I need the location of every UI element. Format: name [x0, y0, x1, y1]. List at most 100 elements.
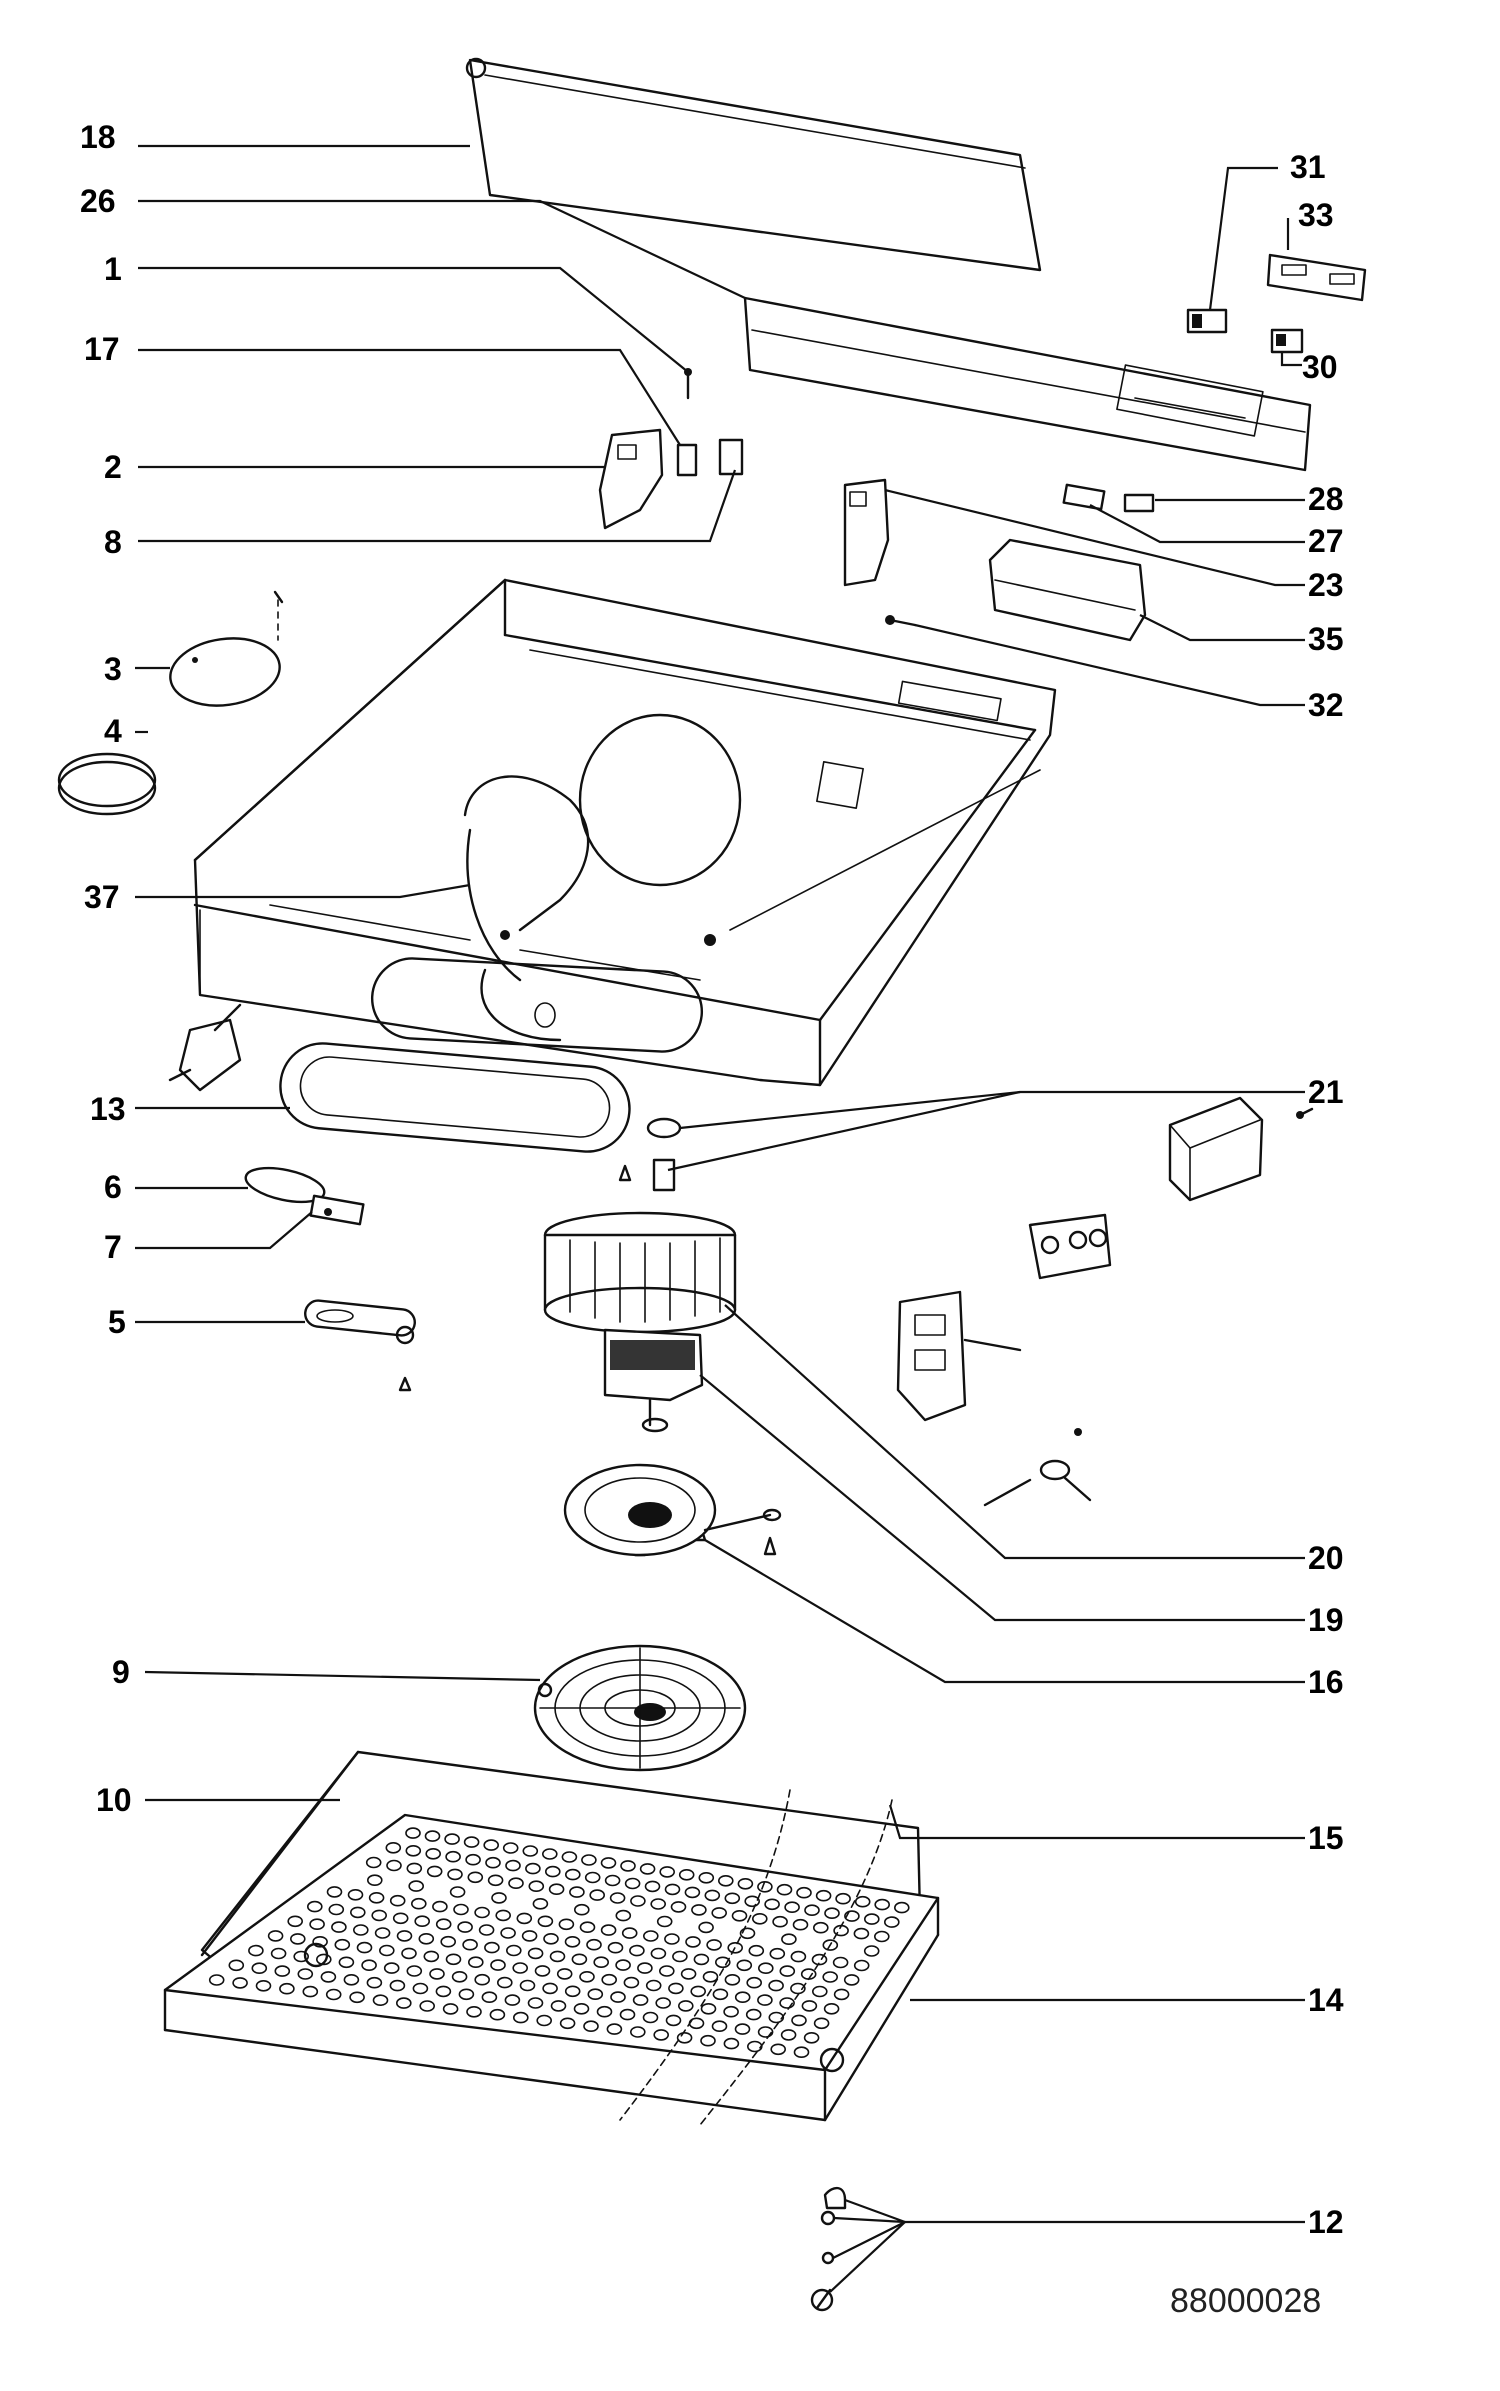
- perforation-hole: [664, 1933, 680, 1945]
- perforation-hole: [739, 1927, 756, 1940]
- perforation-hole: [564, 1936, 581, 1948]
- perforation-hole: [677, 2000, 694, 2012]
- perforation-hole: [505, 1859, 521, 1872]
- perforation-hole: [297, 1968, 314, 1980]
- part-3-lamp-cover: [169, 590, 284, 707]
- perforation-hole: [734, 1991, 751, 2003]
- callout-7: 7: [104, 1229, 122, 1265]
- perforation-hole: [549, 1950, 566, 1963]
- callout-26: 26: [80, 183, 116, 219]
- perforation-hole: [796, 1886, 812, 1899]
- perforation-hole: [653, 2029, 670, 2041]
- perforation-hole: [579, 1921, 596, 1933]
- perforation-hole: [512, 1962, 529, 1974]
- perforation-hole: [315, 1953, 332, 1966]
- perforation-hole: [822, 1971, 839, 1983]
- perforation-hole: [412, 1982, 429, 1995]
- perforation-hole: [781, 1933, 797, 1945]
- perforation-hole: [548, 1883, 565, 1895]
- perforation-hole: [693, 1953, 710, 1966]
- part-15-chain: [619, 1789, 893, 2126]
- part-18-front-panel: [465, 57, 1042, 272]
- perforation-hole: [251, 1962, 268, 1974]
- perforation-hole: [768, 1979, 784, 1992]
- perforation-hole: [745, 2008, 762, 2021]
- perforation-hole: [478, 1924, 495, 1936]
- perforation-hole: [279, 1982, 295, 1995]
- perforation-hole: [374, 1927, 391, 1939]
- perforation-hole: [287, 1915, 304, 1928]
- part-35-holder: [988, 538, 1147, 642]
- callout-9: 9: [112, 1654, 130, 1690]
- perforation-hole: [790, 1982, 806, 1995]
- part-4-ring: [57, 752, 157, 816]
- perforation-hole: [727, 1942, 744, 1954]
- perforation-hole: [343, 1974, 360, 1986]
- perforation-hole: [356, 1941, 373, 1954]
- perforation-hole: [453, 1903, 469, 1916]
- perforation-hole: [383, 1962, 400, 1974]
- callout-2: 2: [104, 449, 122, 485]
- perforation-hole: [508, 1877, 524, 1889]
- perforation-hole: [655, 1997, 672, 2009]
- perforation-hole: [873, 1930, 890, 1943]
- perforation-hole: [815, 1889, 832, 1902]
- perforation-hole: [639, 1863, 656, 1875]
- perforation-hole: [584, 1871, 601, 1884]
- perforation-hole: [656, 1915, 673, 1928]
- perforation-hole: [331, 1921, 347, 1933]
- perforation-hole: [659, 1866, 676, 1878]
- perforation-hole: [764, 1898, 780, 1911]
- perforation-hole: [606, 2023, 623, 2035]
- part-19-motor: [603, 1328, 704, 1433]
- perforation-hole: [790, 1950, 807, 1963]
- perforation-hole: [644, 1880, 661, 1893]
- callout-27: 27: [1308, 523, 1344, 559]
- part-7-lamp-holder: [309, 1194, 365, 1226]
- perforation-hole: [293, 1950, 310, 1963]
- perforation-hole: [779, 1965, 796, 1977]
- perforation-hole: [467, 1956, 484, 1968]
- perforation-hole: [804, 1904, 820, 1916]
- leader-lines: [135, 144, 1305, 2293]
- perforation-hole: [665, 2014, 682, 2027]
- perforation-hole: [813, 2017, 830, 2030]
- perforation-hole: [706, 1939, 722, 1951]
- perforation-hole: [559, 2017, 576, 2030]
- callout-28: 28: [1308, 481, 1344, 517]
- perforation-hole: [504, 1994, 521, 2006]
- perforation-hole: [645, 1979, 662, 1992]
- perforation-hole: [734, 2023, 751, 2035]
- perforation-hole: [302, 1985, 319, 1998]
- perforation-hole: [366, 1976, 383, 1989]
- perforation-hole: [270, 1947, 287, 1960]
- perforation-hole: [711, 1907, 728, 1919]
- perforation-hole: [457, 1921, 473, 1933]
- perforation-hole: [757, 1962, 774, 1974]
- callout-33: 33: [1298, 197, 1334, 233]
- perforation-hole: [623, 1976, 640, 1989]
- perforation-hole: [534, 1965, 551, 1977]
- perforation-hole: [405, 1845, 422, 1857]
- perforation-hole: [883, 1916, 900, 1928]
- part-31-switch: [1186, 308, 1228, 334]
- perforation-hole: [334, 1938, 351, 1951]
- part-speed-switch: [896, 1290, 1022, 1422]
- perforation-hole: [746, 1976, 763, 1989]
- part-transformer: [1168, 1096, 1264, 1202]
- perforation-hole: [779, 1997, 795, 2009]
- callout-6: 6: [104, 1169, 122, 1205]
- perforation-hole: [349, 1991, 365, 2004]
- perforation-hole: [589, 1889, 606, 1901]
- callout-8: 8: [104, 524, 122, 560]
- perforation-hole: [770, 2043, 787, 2056]
- perforation-hole: [556, 1968, 573, 1980]
- callout-30: 30: [1302, 349, 1338, 385]
- perforation-hole: [803, 2032, 820, 2044]
- perforation-hole: [700, 2003, 717, 2015]
- perforation-hole: [569, 1886, 585, 1898]
- part-12-hardware: [810, 2186, 847, 2312]
- part-6-bulb: [244, 1166, 326, 1204]
- part-1-screw: [684, 368, 692, 400]
- perforation-hole: [581, 1854, 597, 1866]
